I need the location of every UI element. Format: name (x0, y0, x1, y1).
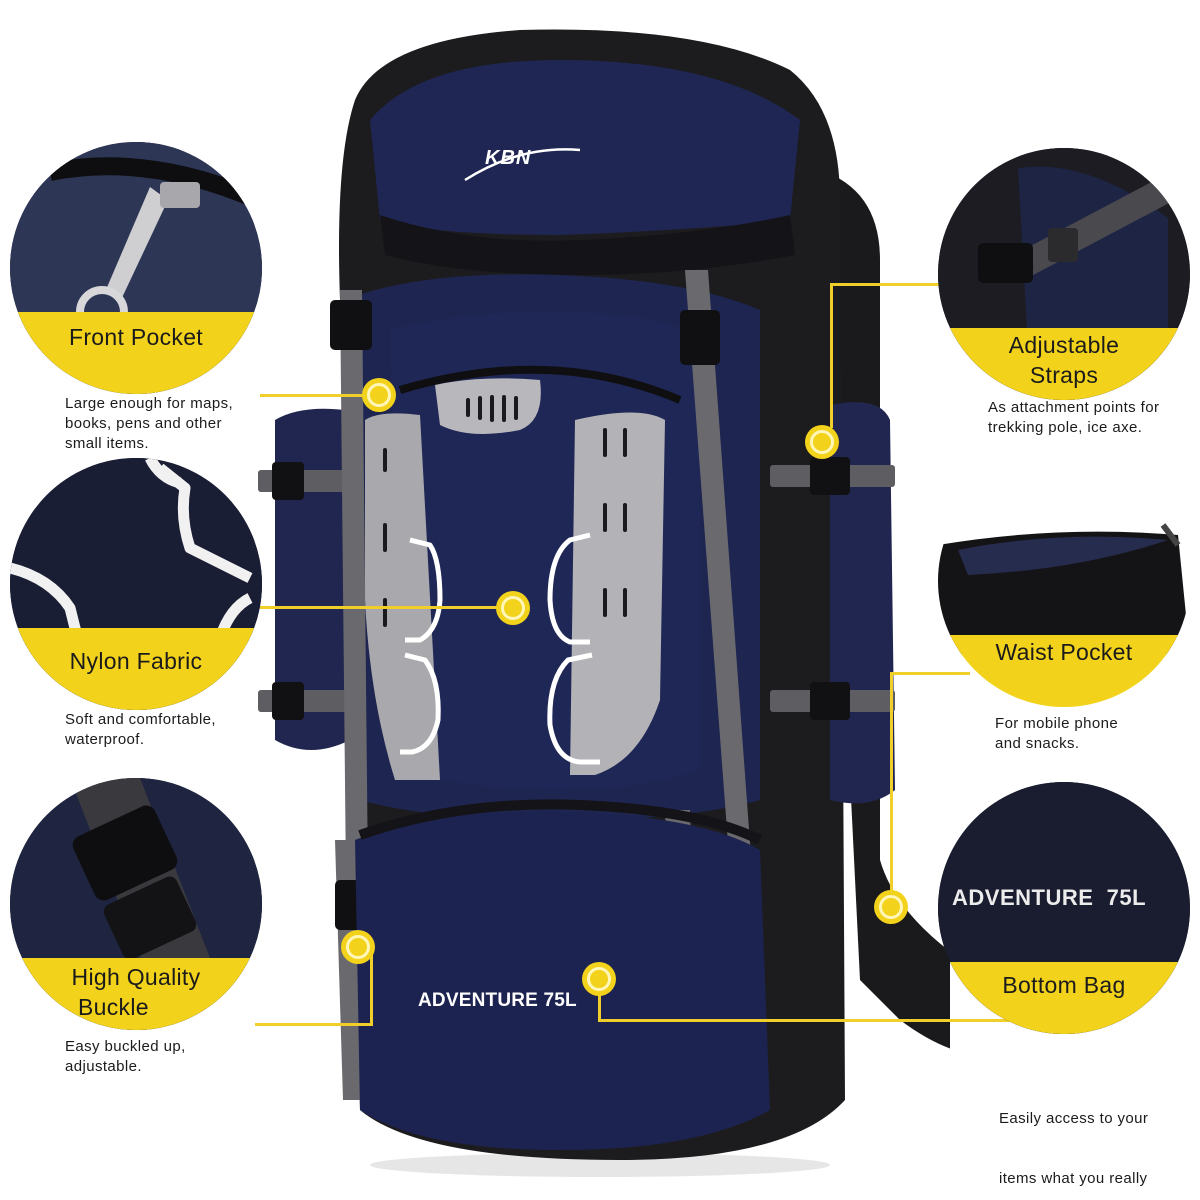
connector-straps-h (830, 283, 940, 286)
feature-title: Front Pocket (69, 324, 203, 350)
feature-description-waist-pocket: For mobile phone and snacks. (995, 715, 1119, 752)
connector-buckle-h (255, 1023, 373, 1026)
feature-title-line-2: Buckle (78, 994, 149, 1020)
connector-nylon-fabric (260, 606, 510, 609)
hotspot-nylon-fabric[interactable] (496, 591, 530, 625)
feature-description-front-pocket: Large enough for maps, books, pens and o… (65, 395, 234, 452)
hotspot-bottom-bag[interactable] (582, 962, 616, 996)
feature-front-pocket: Front Pocket (10, 142, 262, 394)
feature-title-line-1: Adjustable (1008, 332, 1120, 358)
hotspot-buckle[interactable] (341, 930, 375, 964)
connector-front-pocket (260, 394, 380, 397)
feature-adjustable-straps: Adjustable Straps (938, 148, 1190, 400)
hotspot-waist-pocket[interactable] (874, 890, 908, 924)
feature-nylon-fabric: Nylon Fabric (10, 458, 262, 710)
feature-title: Bottom Bag (1002, 972, 1126, 998)
hotspot-adjustable-straps[interactable] (805, 425, 839, 459)
feature-high-quality-buckle: High Quality Buckle (10, 778, 262, 1030)
feature-description-nylon-fabric: Soft and comfortable, waterproof. (65, 711, 216, 748)
feature-title-line-1: High Quality (71, 964, 201, 990)
connector-straps-v (830, 283, 833, 428)
feature-description-bottom-bag: Easily access to your items what you rea… (999, 1110, 1149, 1187)
connector-buckle-v (370, 955, 373, 1026)
bottom-bag-label: ADVENTURE 75L (952, 885, 1147, 910)
connector-waist-v (890, 672, 893, 892)
connector-waist-h (890, 672, 970, 675)
feature-title: Waist Pocket (995, 639, 1133, 665)
feature-waist-pocket: Waist Pocket (938, 455, 1190, 707)
connector-bottom-v (598, 995, 601, 1020)
feature-title: Nylon Fabric (69, 648, 203, 674)
feature-description-adjustable-straps: As attachment points for trekking pole, … (988, 399, 1160, 436)
feature-title-line-2: Straps (1029, 362, 1099, 388)
feature-description-buckle: Easy buckled up, adjustable. (65, 1038, 186, 1075)
connector-bottom-h (598, 1019, 1028, 1022)
brand-logo: KBN (485, 147, 532, 169)
backpack-illustration: KBN ADVENTURE 75L (250, 20, 1040, 1180)
hotspot-front-pocket[interactable] (362, 378, 396, 412)
feature-bottom-bag: ADVENTURE 75L Bottom Bag (938, 782, 1190, 1034)
backpack-graphic (258, 29, 1040, 1177)
pocket-label: ADVENTURE 75L (418, 990, 577, 1011)
